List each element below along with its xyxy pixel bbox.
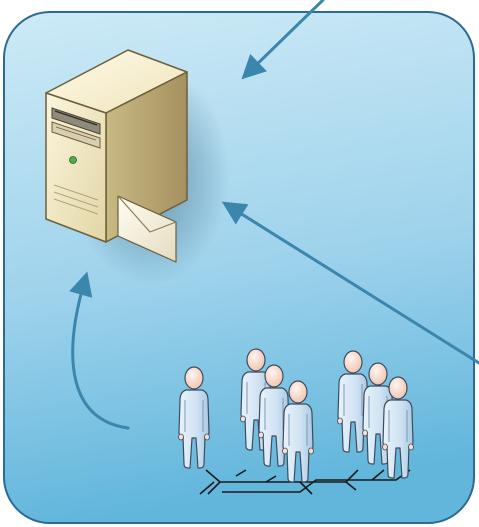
connection-arrows (69, 0, 479, 430)
server-tower-with-envelope-icon (45, 49, 188, 263)
arrow-from-top (241, 0, 325, 80)
arrow-from-right (221, 201, 479, 365)
mail-server[interactable] (45, 49, 230, 285)
user-network-lines (199, 469, 411, 495)
envelope-icon (117, 195, 177, 263)
arrow-from-users (69, 271, 130, 430)
